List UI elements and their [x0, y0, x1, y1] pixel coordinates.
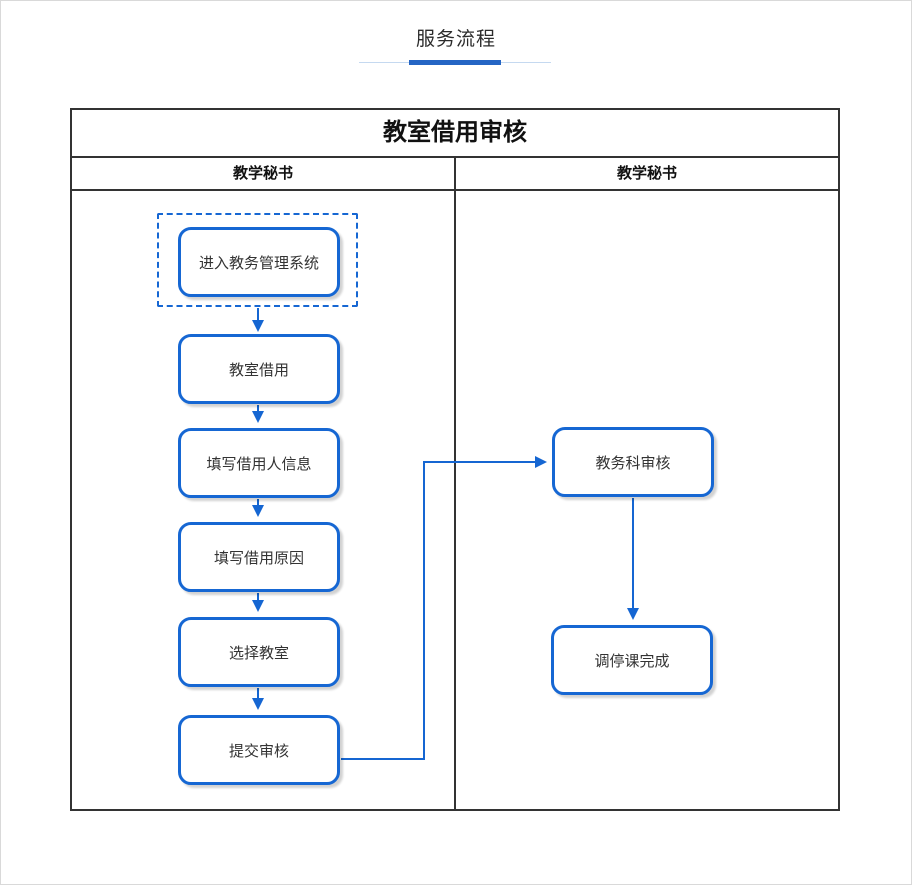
flow-node-classroom-borrow: 教室借用	[178, 334, 340, 404]
lane-header-left: 教学秘书	[232, 165, 293, 182]
flow-node-submit-review: 提交审核	[178, 715, 340, 785]
lane-divider	[454, 191, 456, 809]
flow-node-reschedule-complete: 调停课完成	[551, 625, 713, 695]
lane-header-right: 教学秘书	[454, 158, 838, 189]
flow-node-academic-office-review: 教务科审核	[552, 427, 714, 497]
flow-node-fill-borrow-reason: 填写借用原因	[178, 522, 340, 592]
flow-node-fill-borrower-info: 填写借用人信息	[178, 428, 340, 498]
flow-node-select-classroom: 选择教室	[178, 617, 340, 687]
flow-node-enter-system: 进入教务管理系统	[178, 227, 340, 297]
title-underline-decoration	[359, 60, 551, 65]
flowchart-title: 教室借用审核	[72, 110, 838, 158]
page-title: 服务流程	[415, 29, 496, 50]
underline-accent-bar	[409, 60, 501, 65]
lane-header-row: 教学秘书 教学秘书	[72, 158, 838, 191]
start-node-dashed-outline	[157, 213, 358, 307]
